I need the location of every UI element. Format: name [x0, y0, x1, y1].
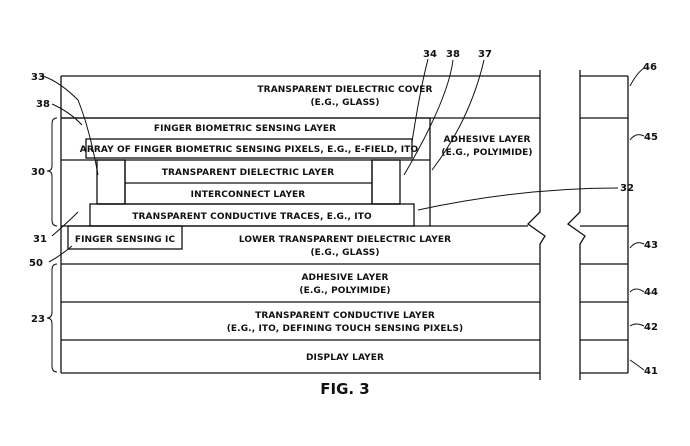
ref-34: 34	[423, 49, 437, 60]
adhesive-right-label: ADHESIVE LAYER	[443, 135, 530, 145]
ref-38-left: 38	[36, 99, 50, 110]
display-label: DISPLAY LAYER	[306, 353, 384, 363]
lower-dielectric-label: LOWER TRANSPARENT DIELECTRIC LAYER	[239, 235, 451, 245]
ref-33: 33	[31, 72, 45, 83]
dielectric-label: TRANSPARENT DIELECTRIC LAYER	[162, 168, 335, 178]
ref-37: 37	[478, 49, 492, 60]
pixel-array-label: ARRAY OF FINGER BIOMETRIC SENSING PIXELS…	[80, 145, 419, 155]
sensing-ic-label: FINGER SENSING IC	[75, 235, 176, 245]
interconnect-label: INTERCONNECT LAYER	[191, 190, 306, 200]
ref-45: 45	[644, 132, 658, 143]
layer-labels: TRANSPARENT DIELECTRIC COVER (E.G., GLAS…	[75, 85, 533, 363]
conductive-label: TRANSPARENT CONDUCTIVE LAYER	[255, 311, 435, 321]
break-lines	[526, 70, 586, 380]
adhesive-mid-label: ADHESIVE LAYER	[301, 273, 388, 283]
reference-numerals: 33 38 34 38 37 46 45 30 32 31 50 43 44 2…	[29, 49, 658, 377]
leader-lines	[42, 58, 645, 373]
cover-label: TRANSPARENT DIELECTRIC COVER	[257, 85, 432, 95]
sensing-layer-label: FINGER BIOMETRIC SENSING LAYER	[154, 124, 336, 134]
ref-43: 43	[644, 240, 658, 251]
ref-50: 50	[29, 258, 43, 269]
ref-38-right: 38	[446, 49, 460, 60]
lower-dielectric-sub-label: (E.G., GLASS)	[310, 248, 379, 258]
figure-caption: FIG. 3	[320, 380, 370, 398]
ref-23: 23	[31, 314, 45, 325]
adhesive-mid-sub-label: (E.G., POLYIMIDE)	[299, 286, 390, 296]
adhesive-right-sub-label: (E.G., POLYIMIDE)	[441, 148, 532, 158]
ref-41: 41	[644, 366, 658, 377]
ref-42: 42	[644, 322, 658, 333]
ref-31: 31	[33, 234, 47, 245]
sensing-structure	[61, 117, 431, 250]
traces-label: TRANSPARENT CONDUCTIVE TRACES, E.G., ITO	[132, 212, 372, 222]
ref-46: 46	[643, 62, 657, 73]
cover-sub-label: (E.G., GLASS)	[310, 98, 379, 108]
conductive-sub-label: (E.G., ITO, DEFINING TOUCH SENSING PIXEL…	[227, 324, 464, 334]
ref-44: 44	[644, 287, 658, 298]
outer-frame	[60, 75, 629, 374]
ref-30: 30	[31, 167, 45, 178]
ref-32: 32	[620, 183, 634, 194]
